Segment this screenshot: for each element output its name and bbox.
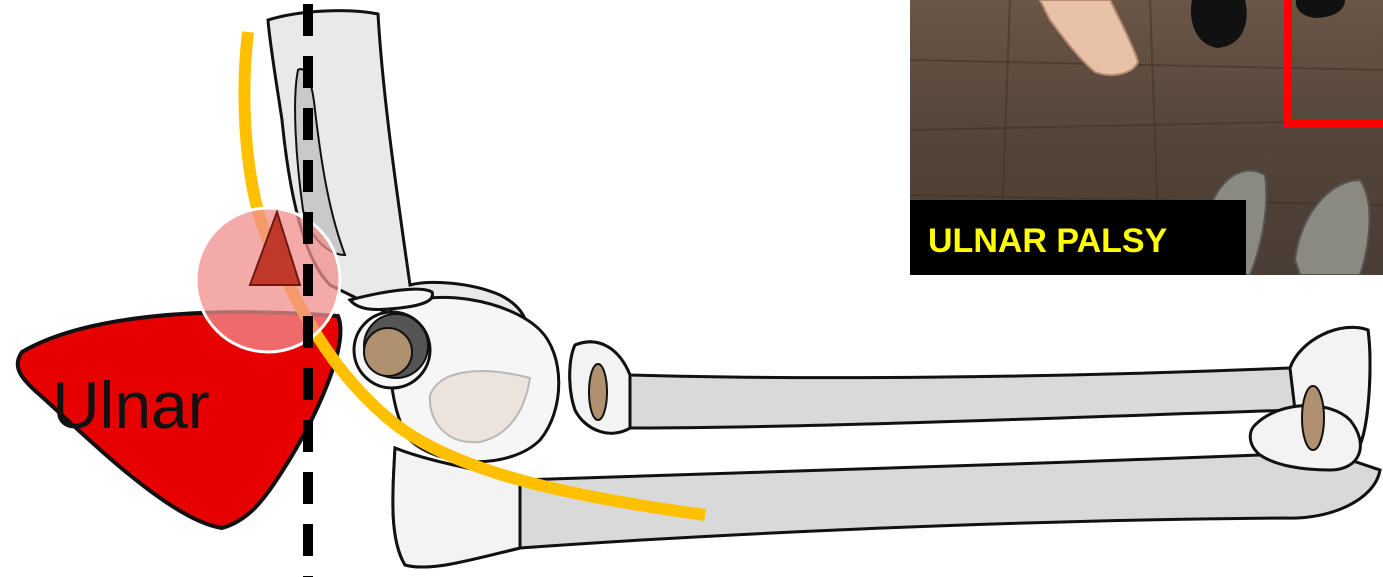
ulnar-region-label: Ulnar [52,368,210,442]
radius-proximal-marker [589,364,607,420]
capitulum-core [364,328,412,376]
ulna-bone [393,448,1380,567]
radius-bone [570,327,1370,445]
radius-distal-marker [1302,386,1324,450]
ulna-proximal-end [393,448,520,567]
inset-caption: ULNAR PALSY [928,222,1168,260]
